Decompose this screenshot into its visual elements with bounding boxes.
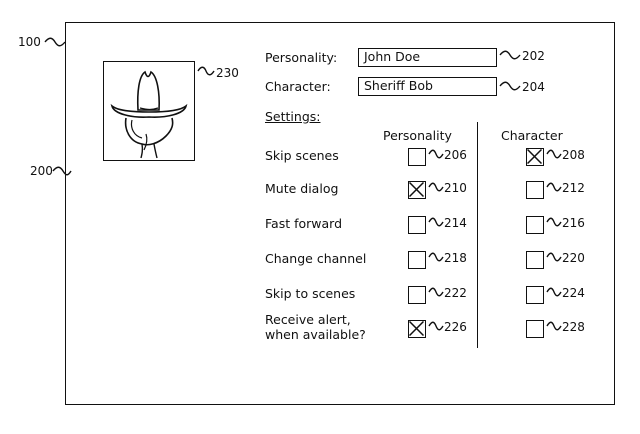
personality-checkbox-ref: 206	[444, 148, 467, 162]
check-x-icon	[409, 182, 424, 197]
check-x-icon	[527, 149, 542, 164]
character-checkbox-ref: 208	[562, 148, 585, 162]
personality-checkbox-leader	[428, 149, 444, 159]
column-divider	[477, 122, 478, 348]
character-checkbox-leader	[546, 217, 562, 227]
avatar-ref-label: 230	[216, 66, 239, 80]
setting-label: Skip to scenes	[265, 286, 356, 301]
check-x-icon	[409, 321, 424, 336]
setting-label: Fast forward	[265, 216, 343, 231]
character-value: Sheriff Bob	[364, 78, 433, 93]
personality-checkbox-leader	[428, 252, 444, 262]
character-field-leader	[499, 81, 521, 91]
character-checkbox-leader	[546, 287, 562, 297]
personality-checkbox-ref: 214	[444, 216, 467, 230]
personality-field[interactable]: John Doe	[358, 48, 497, 67]
avatar-box	[103, 61, 195, 161]
personality-checkbox[interactable]	[408, 216, 426, 234]
personality-field-leader	[499, 50, 521, 60]
personality-checkbox-leader	[428, 321, 444, 331]
figure-ref-label: 100	[18, 35, 41, 49]
character-checkbox[interactable]	[526, 181, 544, 199]
character-checkbox-leader	[546, 252, 562, 262]
character-label: Character:	[265, 79, 331, 94]
personality-checkbox-ref: 226	[444, 320, 467, 334]
personality-checkbox-leader	[428, 217, 444, 227]
personality-checkbox[interactable]	[408, 181, 426, 199]
screen-frame	[65, 22, 615, 405]
character-checkbox[interactable]	[526, 148, 544, 166]
personality-checkbox-ref: 222	[444, 286, 467, 300]
personality-checkbox-ref: 218	[444, 251, 467, 265]
character-checkbox-leader	[546, 321, 562, 331]
personality-field-ref: 202	[522, 49, 545, 63]
cowboy-hat-avatar-icon	[110, 70, 188, 159]
character-checkbox[interactable]	[526, 286, 544, 304]
character-checkbox-ref: 224	[562, 286, 585, 300]
character-field-ref: 204	[522, 80, 545, 94]
settings-title: Settings:	[265, 109, 321, 124]
character-checkbox-leader	[546, 182, 562, 192]
setting-label: Change channel	[265, 251, 367, 266]
screen-ref-label: 200	[30, 164, 53, 178]
personality-checkbox-leader	[428, 182, 444, 192]
character-field[interactable]: Sheriff Bob	[358, 77, 497, 96]
setting-label: Mute dialog	[265, 181, 339, 196]
setting-label-line2: when available?	[265, 327, 366, 342]
personality-checkbox[interactable]	[408, 320, 426, 338]
character-checkbox-ref: 220	[562, 251, 585, 265]
personality-checkbox[interactable]	[408, 251, 426, 269]
personality-label: Personality:	[265, 50, 338, 65]
character-checkbox[interactable]	[526, 216, 544, 234]
character-checkbox-ref: 212	[562, 181, 585, 195]
figure-ref-leader	[44, 37, 66, 47]
avatar-ref-leader	[197, 66, 215, 76]
character-checkbox-leader	[546, 149, 562, 159]
character-checkbox-ref: 228	[562, 320, 585, 334]
character-checkbox[interactable]	[526, 320, 544, 338]
personality-value: John Doe	[364, 49, 421, 64]
setting-label-line1: Receive alert,	[265, 312, 351, 327]
personality-checkbox-leader	[428, 287, 444, 297]
personality-checkbox[interactable]	[408, 148, 426, 166]
column-header-character: Character	[501, 128, 563, 143]
personality-checkbox-ref: 210	[444, 181, 467, 195]
character-checkbox-ref: 216	[562, 216, 585, 230]
personality-checkbox[interactable]	[408, 286, 426, 304]
character-checkbox[interactable]	[526, 251, 544, 269]
screen-ref-leader	[52, 166, 72, 176]
column-header-personality: Personality	[383, 128, 452, 143]
setting-label: Skip scenes	[265, 148, 339, 163]
